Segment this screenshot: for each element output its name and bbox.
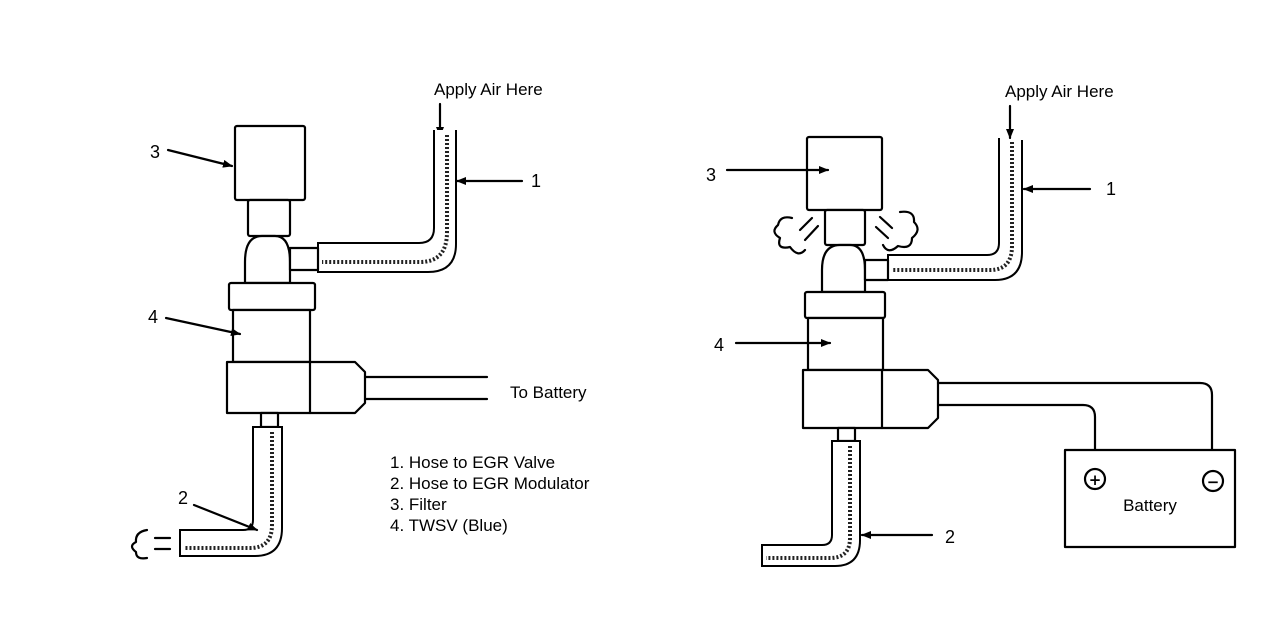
wire: [936, 403, 1097, 470]
air-puff-icon: [130, 528, 172, 560]
valve-collar: [227, 281, 317, 312]
callout-3: 3: [150, 142, 160, 162]
hose-to-egr-modulator: [761, 440, 861, 567]
solenoid-base: [225, 360, 367, 415]
twsv-body: [231, 308, 312, 364]
apply-air-label: Apply Air Here: [434, 80, 543, 99]
air-puff-icon: [874, 210, 919, 252]
valve-collar: [803, 290, 887, 320]
callout-3: 3: [706, 165, 716, 185]
solenoid-base: [801, 368, 940, 430]
negative-terminal: [1201, 469, 1225, 493]
right-diagram: Apply Air Here + −: [706, 82, 1237, 567]
hose-nipple: [288, 246, 320, 272]
battery: [1063, 448, 1237, 549]
legend-item: 4. TWSV (Blue): [390, 516, 508, 535]
legend-item: 3. Filter: [390, 495, 447, 514]
legend-item: 2. Hose to EGR Modulator: [390, 474, 590, 493]
legend: 1. Hose to EGR Valve 2. Hose to EGR Modu…: [390, 453, 590, 535]
filter: [805, 135, 884, 212]
filter-neck: [823, 208, 867, 247]
valve-dome: [243, 234, 292, 285]
callout-4: 4: [714, 335, 724, 355]
callout-1: 1: [1106, 179, 1116, 199]
hose-to-egr-valve: [887, 138, 1023, 281]
callout-2: 2: [178, 488, 188, 508]
battery-label: Battery: [1123, 496, 1177, 515]
valve-dome: [820, 243, 867, 294]
filter-neck: [246, 198, 292, 238]
positive-terminal: [1083, 467, 1107, 491]
left-diagram: Apply Air Here To Battery 3: [130, 80, 590, 560]
negative-terminal-label: −: [1207, 473, 1220, 491]
legend-item: 1. Hose to EGR Valve: [390, 453, 555, 472]
air-puff-icon: [773, 216, 820, 255]
callout-2: 2: [945, 527, 955, 547]
hose-to-egr-modulator: [179, 426, 283, 557]
apply-air-label: Apply Air Here: [1005, 82, 1114, 101]
wire: [936, 381, 1214, 472]
positive-terminal-label: +: [1089, 471, 1102, 489]
hose-to-egr-valve: [317, 130, 457, 273]
callout-4: 4: [148, 307, 158, 327]
hose-nipple: [863, 258, 890, 282]
callout-1: 1: [531, 171, 541, 191]
to-battery-label: To Battery: [510, 383, 587, 402]
filter: [233, 124, 307, 202]
